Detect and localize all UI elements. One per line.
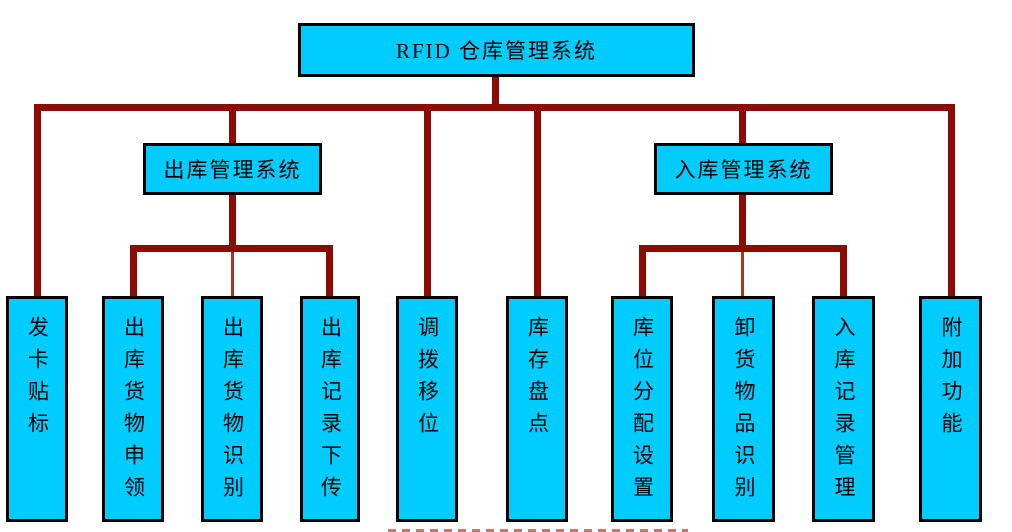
connector-drop-outbound-record	[326, 245, 333, 296]
node-outbound-record-download: 出库记录下传	[300, 296, 360, 522]
node-label: 入库记录管理	[832, 316, 856, 508]
connector-drop-transfer	[424, 104, 431, 296]
node-unloaded-goods-identification: 卸货物品识别	[712, 296, 775, 522]
node-additional-functions: 附加功能	[919, 296, 982, 522]
node-inventory-counting: 库存盘点	[506, 296, 568, 522]
node-label: 入库管理系统	[674, 158, 813, 182]
node-label: 调拨移位	[415, 316, 440, 444]
node-label: RFID 仓库管理系统	[395, 39, 598, 63]
node-transfer-relocation: 调拨移位	[396, 296, 458, 522]
node-outbound-management-system: 出库管理系统	[143, 143, 322, 195]
node-label: 发卡贴标	[25, 316, 50, 444]
connector-root-trunk	[492, 77, 499, 107]
node-inbound-record-management: 入库记录管理	[812, 296, 875, 522]
node-rfid-warehouse-system: RFID 仓库管理系统	[298, 23, 695, 77]
connector-drop-location-setting	[639, 245, 646, 296]
connector-drop-card-labeling	[34, 104, 41, 296]
connector-main-bar	[34, 104, 955, 111]
connector-drop-inventory	[534, 104, 541, 296]
node-storage-location-allocation: 库位分配设置	[611, 296, 673, 522]
connector-outbound-trunk	[229, 195, 236, 252]
node-label: 库位分配设置	[630, 316, 655, 508]
connector-drop-outbound-system	[229, 104, 236, 146]
node-card-issuing-labeling: 发卡贴标	[6, 296, 68, 522]
connector-drop-inbound-record	[840, 245, 847, 296]
connector-inbound-trunk	[739, 195, 746, 252]
node-label: 附加功能	[939, 316, 963, 444]
cropped-caption-fragment	[388, 529, 688, 532]
connector-outbound-bar	[130, 245, 333, 252]
node-inbound-management-system: 入库管理系统	[654, 143, 833, 195]
node-outbound-goods-application: 出库货物申领	[102, 296, 164, 522]
node-outbound-goods-identification: 出库货物识别	[201, 296, 263, 522]
node-label: 出库记录下传	[318, 316, 343, 508]
node-label: 库存盘点	[525, 316, 550, 444]
node-label: 出库货物申领	[121, 316, 146, 508]
connector-drop-inbound-system	[739, 104, 746, 146]
connector-drop-unload-identify	[741, 252, 744, 296]
connector-drop-outbound-identify	[231, 252, 234, 296]
connector-drop-outbound-apply	[130, 245, 137, 296]
node-label: 卸货物品识别	[732, 316, 756, 508]
connector-inbound-bar	[639, 245, 847, 252]
node-label: 出库管理系统	[163, 158, 302, 182]
connector-drop-additional	[948, 104, 955, 296]
node-label: 出库货物识别	[220, 316, 245, 508]
